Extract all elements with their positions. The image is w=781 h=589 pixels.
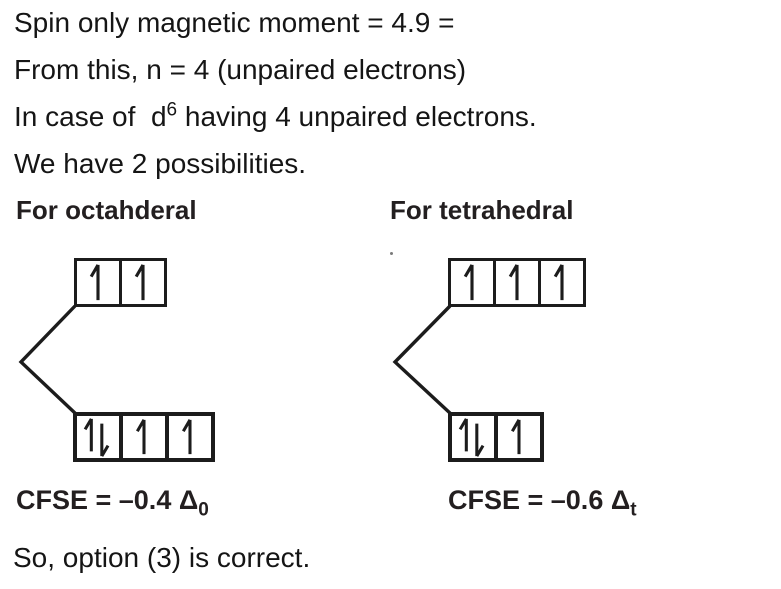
tetrahedral-cfse-value: CFSE = –0.6 [448,485,611,515]
single-electron-cell [119,258,167,307]
single-electron-cell [74,258,122,307]
d6-case-pre: In case of d [14,101,167,132]
stray-dot [390,252,393,255]
single-electron-cell [538,258,586,307]
paired-electron-cell [448,412,498,462]
single-electron-cell [165,412,215,462]
tetrahedral-e-row [448,412,544,462]
octahedral-t2g-row [73,412,215,462]
octahedral-header: For octahderal [16,195,197,225]
octahedral-cfse-label: CFSE = –0.4 Δ0 [16,485,209,519]
octahedral-eg-row [74,258,167,307]
tetrahedral-t2-row [448,258,586,307]
octahedral-split-bracket [18,304,78,416]
unpaired-electrons-line: From this, n = 4 (unpaired electrons) [14,54,467,85]
delta-t-symbol: Δ [610,485,631,515]
tetrahedral-split-bracket [392,304,453,416]
d6-case-line: In case of d6 having 4 unpaired electron… [14,100,537,134]
possibilities-line: We have 2 possibilities. [14,148,307,179]
single-electron-cell [119,412,169,462]
single-electron-cell [493,258,541,307]
tetrahedral-cfse-label: CFSE = –0.6 Δt [448,485,637,519]
conclusion-line: So, option (3) is correct. [13,542,311,573]
paired-electron-cell [73,412,123,462]
tetrahedral-header: For tetrahedral [390,195,574,225]
delta-o-subscript: 0 [198,499,209,521]
single-electron-cell [494,412,544,462]
delta-t-subscript: t [630,499,637,521]
d6-case-post: having 4 unpaired electrons. [177,101,537,132]
spin-moment-line: Spin only magnetic moment = 4.9 = [14,7,455,38]
octahedral-cfse-value: CFSE = –0.4 [16,485,179,515]
d6-superscript: 6 [166,99,178,121]
single-electron-cell [448,258,496,307]
delta-o-symbol: Δ [178,485,199,515]
